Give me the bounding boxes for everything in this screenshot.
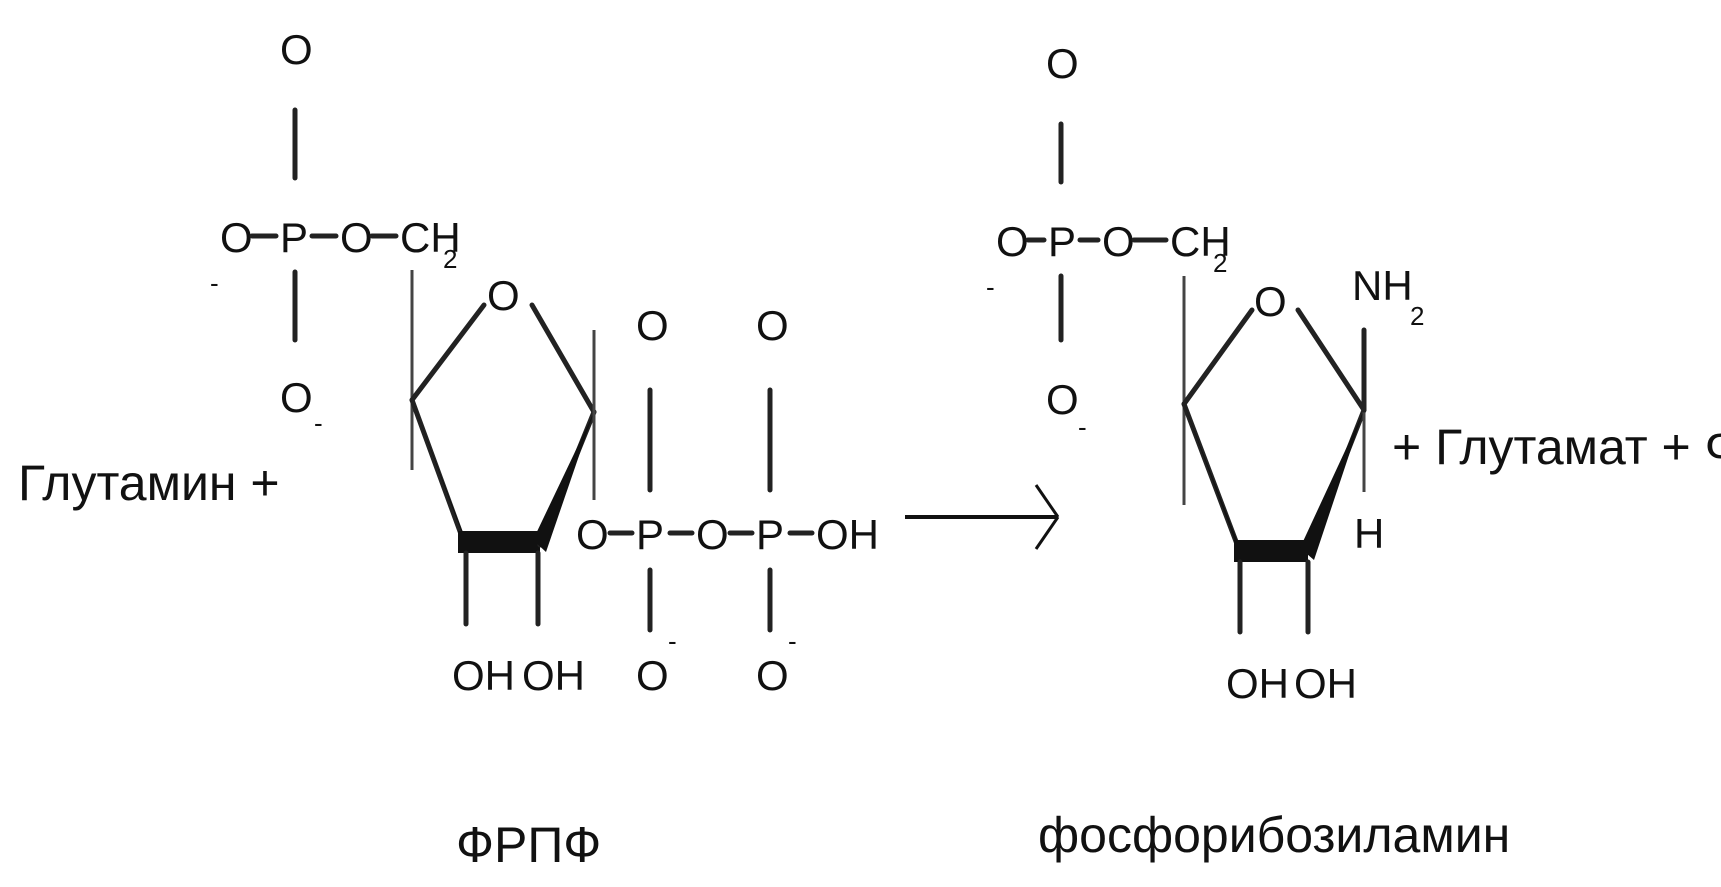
prpp-phosphate-bottom-o: O <box>280 374 313 421</box>
prpp-ch2-label: CH <box>400 214 461 261</box>
pra-phosphate-p: P <box>1048 218 1076 265</box>
pra-ch2-subscript: 2 <box>1213 248 1227 278</box>
products-glutamate-ppi-label: + Глутамат + ФФн <box>1392 419 1721 475</box>
pra-amine-nh: NH <box>1352 262 1413 309</box>
reactant-glutamine-label: Глутамин + <box>18 455 280 511</box>
prpp-molecule: O - O P O CH 2 O - O OH OH O P O <box>210 26 879 699</box>
prpp-ester-o: O <box>340 214 373 261</box>
prpp-pp-p1-bottom-o: O <box>636 652 669 699</box>
pra-c3-oh: OH <box>1226 660 1289 707</box>
pra-c1-h: H <box>1354 510 1384 557</box>
pra-ch2-label: CH <box>1170 218 1231 265</box>
pra-phosphate-top-o: O <box>1046 40 1079 87</box>
prpp-c2-oh: OH <box>522 652 585 699</box>
pra-ring-o: O <box>1254 278 1287 325</box>
prpp-pp-p1: P <box>636 511 664 558</box>
prpp-phosphate-left-o: O <box>220 214 253 261</box>
pra-phosphate-left-charge: - <box>986 272 995 302</box>
pra-phosphate-left-o: O <box>996 218 1029 265</box>
prpp-pp-terminal-oh: OH <box>816 511 879 558</box>
prpp-phosphate-bottom-charge: - <box>314 408 323 438</box>
substrate-name-label: ФРПФ <box>456 817 601 873</box>
prpp-pp-o2: O <box>696 511 729 558</box>
prpp-ch2-subscript: 2 <box>443 244 457 274</box>
prpp-pp-p2-bottom-charge: - <box>788 626 797 656</box>
pra-molecule: O - O P O CH 2 O - O NH 2 H OH OH <box>986 40 1424 707</box>
prpp-phosphate-left-charge: - <box>210 268 219 298</box>
reaction-arrow <box>905 484 1060 550</box>
pra-phosphate-bottom-o: O <box>1046 376 1079 423</box>
prpp-phosphate-p: P <box>280 214 308 261</box>
prpp-phosphate-top-o: O <box>280 26 313 73</box>
prpp-pp-p1-top-o: O <box>636 302 669 349</box>
prpp-pp-p1-bottom-charge: - <box>668 626 677 656</box>
pra-phosphate-bottom-charge: - <box>1078 412 1087 442</box>
prpp-pp-p2-top-o: O <box>756 302 789 349</box>
product-name-label: фосфорибозиламин <box>1038 807 1510 863</box>
prpp-pp-p2: P <box>756 511 784 558</box>
prpp-c3-oh: OH <box>452 652 515 699</box>
prpp-pp-p2-bottom-o: O <box>756 652 789 699</box>
prpp-ring-o: O <box>487 272 520 319</box>
prpp-pp-o1: O <box>576 511 609 558</box>
pra-ester-o: O <box>1102 218 1135 265</box>
pra-c2-oh: OH <box>1294 660 1357 707</box>
pra-amine-subscript: 2 <box>1410 301 1424 331</box>
